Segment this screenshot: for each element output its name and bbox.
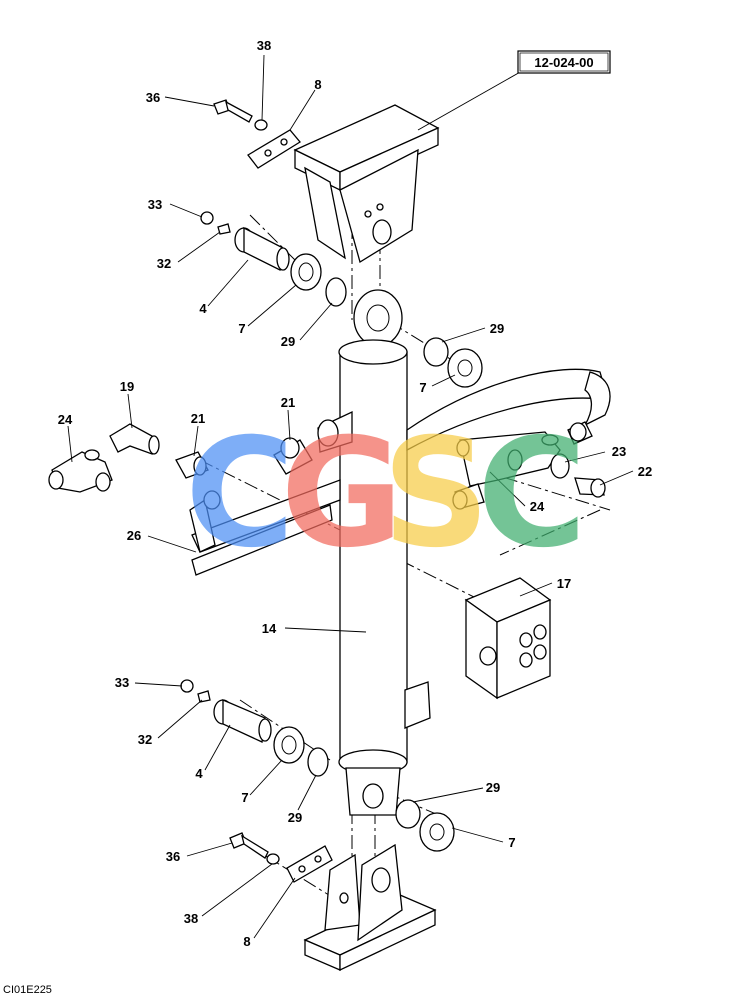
plate-8-bottom [286,845,333,883]
leader-lines [67,54,634,939]
drawing-code: CI01E225 [3,984,52,996]
callout-8-bottom: 8 [243,934,250,949]
callout-19: 19 [120,379,134,394]
callout-29-top-left: 29 [281,334,295,349]
tube-26 [189,368,611,576]
callout-29-top-right: 29 [490,321,504,336]
callout-33-top: 33 [148,197,162,212]
bottom-mounting-bracket [303,843,437,972]
callout-7-bottom-right: 7 [508,835,515,850]
pin-assembly-top [200,211,347,307]
callout-22: 22 [638,464,652,479]
valve-block-17 [464,577,552,700]
top-mounting-bracket [293,104,440,264]
bolt-36-bottom [229,832,280,865]
callout-4-top: 4 [199,301,207,316]
elbow-19 [109,423,160,455]
callout-38-top: 38 [257,38,271,53]
callout-36-bottom: 36 [166,849,180,864]
callout-21-left: 21 [191,411,205,426]
callout-33-bottom: 33 [115,675,129,690]
tee-24-left [48,449,113,493]
washers-right-top [423,337,483,388]
reference-code-box: 12-024-00 [517,50,611,74]
adapter-21-left [175,451,209,479]
callout-8-top: 8 [314,77,321,92]
watermark-letter-2: G [280,407,403,581]
callout-7-top: 7 [238,321,245,336]
callout-26: 26 [127,528,141,543]
callout-32-bottom: 32 [138,732,152,747]
callout-38-bottom: 38 [184,911,198,926]
callout-17: 17 [557,576,571,591]
fittings-right [452,421,606,510]
watermark-letter-4: C [477,407,587,581]
washers-right-bottom [395,799,455,852]
bolt-36-top [213,99,268,131]
plate-8-top [247,129,301,169]
callout-32-top: 32 [157,256,171,271]
pin-assembly-bottom [180,679,329,777]
callout-14: 14 [262,621,277,636]
callout-29-bottom-right: 29 [486,780,500,795]
callout-24-right: 24 [530,499,545,514]
watermark-letter-3: S [382,407,490,581]
callout-36-top: 36 [146,90,160,105]
callout-7-top-right: 7 [419,380,426,395]
reference-code: 12-024-00 [534,55,593,70]
callout-7-bottom: 7 [241,790,248,805]
watermark-letter-1: C [185,407,295,581]
callout-labels: 36 38 8 33 32 4 7 29 29 7 19 24 21 21 23… [58,38,652,949]
adapter-21-right [273,437,313,475]
callout-29-bottom-left: 29 [288,810,302,825]
watermark: C G S C [185,407,587,581]
hydraulic-cylinder-14 [317,289,431,816]
callout-21-right: 21 [281,395,295,410]
callout-23: 23 [612,444,626,459]
callout-24-left: 24 [58,412,73,427]
callout-4-bottom: 4 [195,766,203,781]
